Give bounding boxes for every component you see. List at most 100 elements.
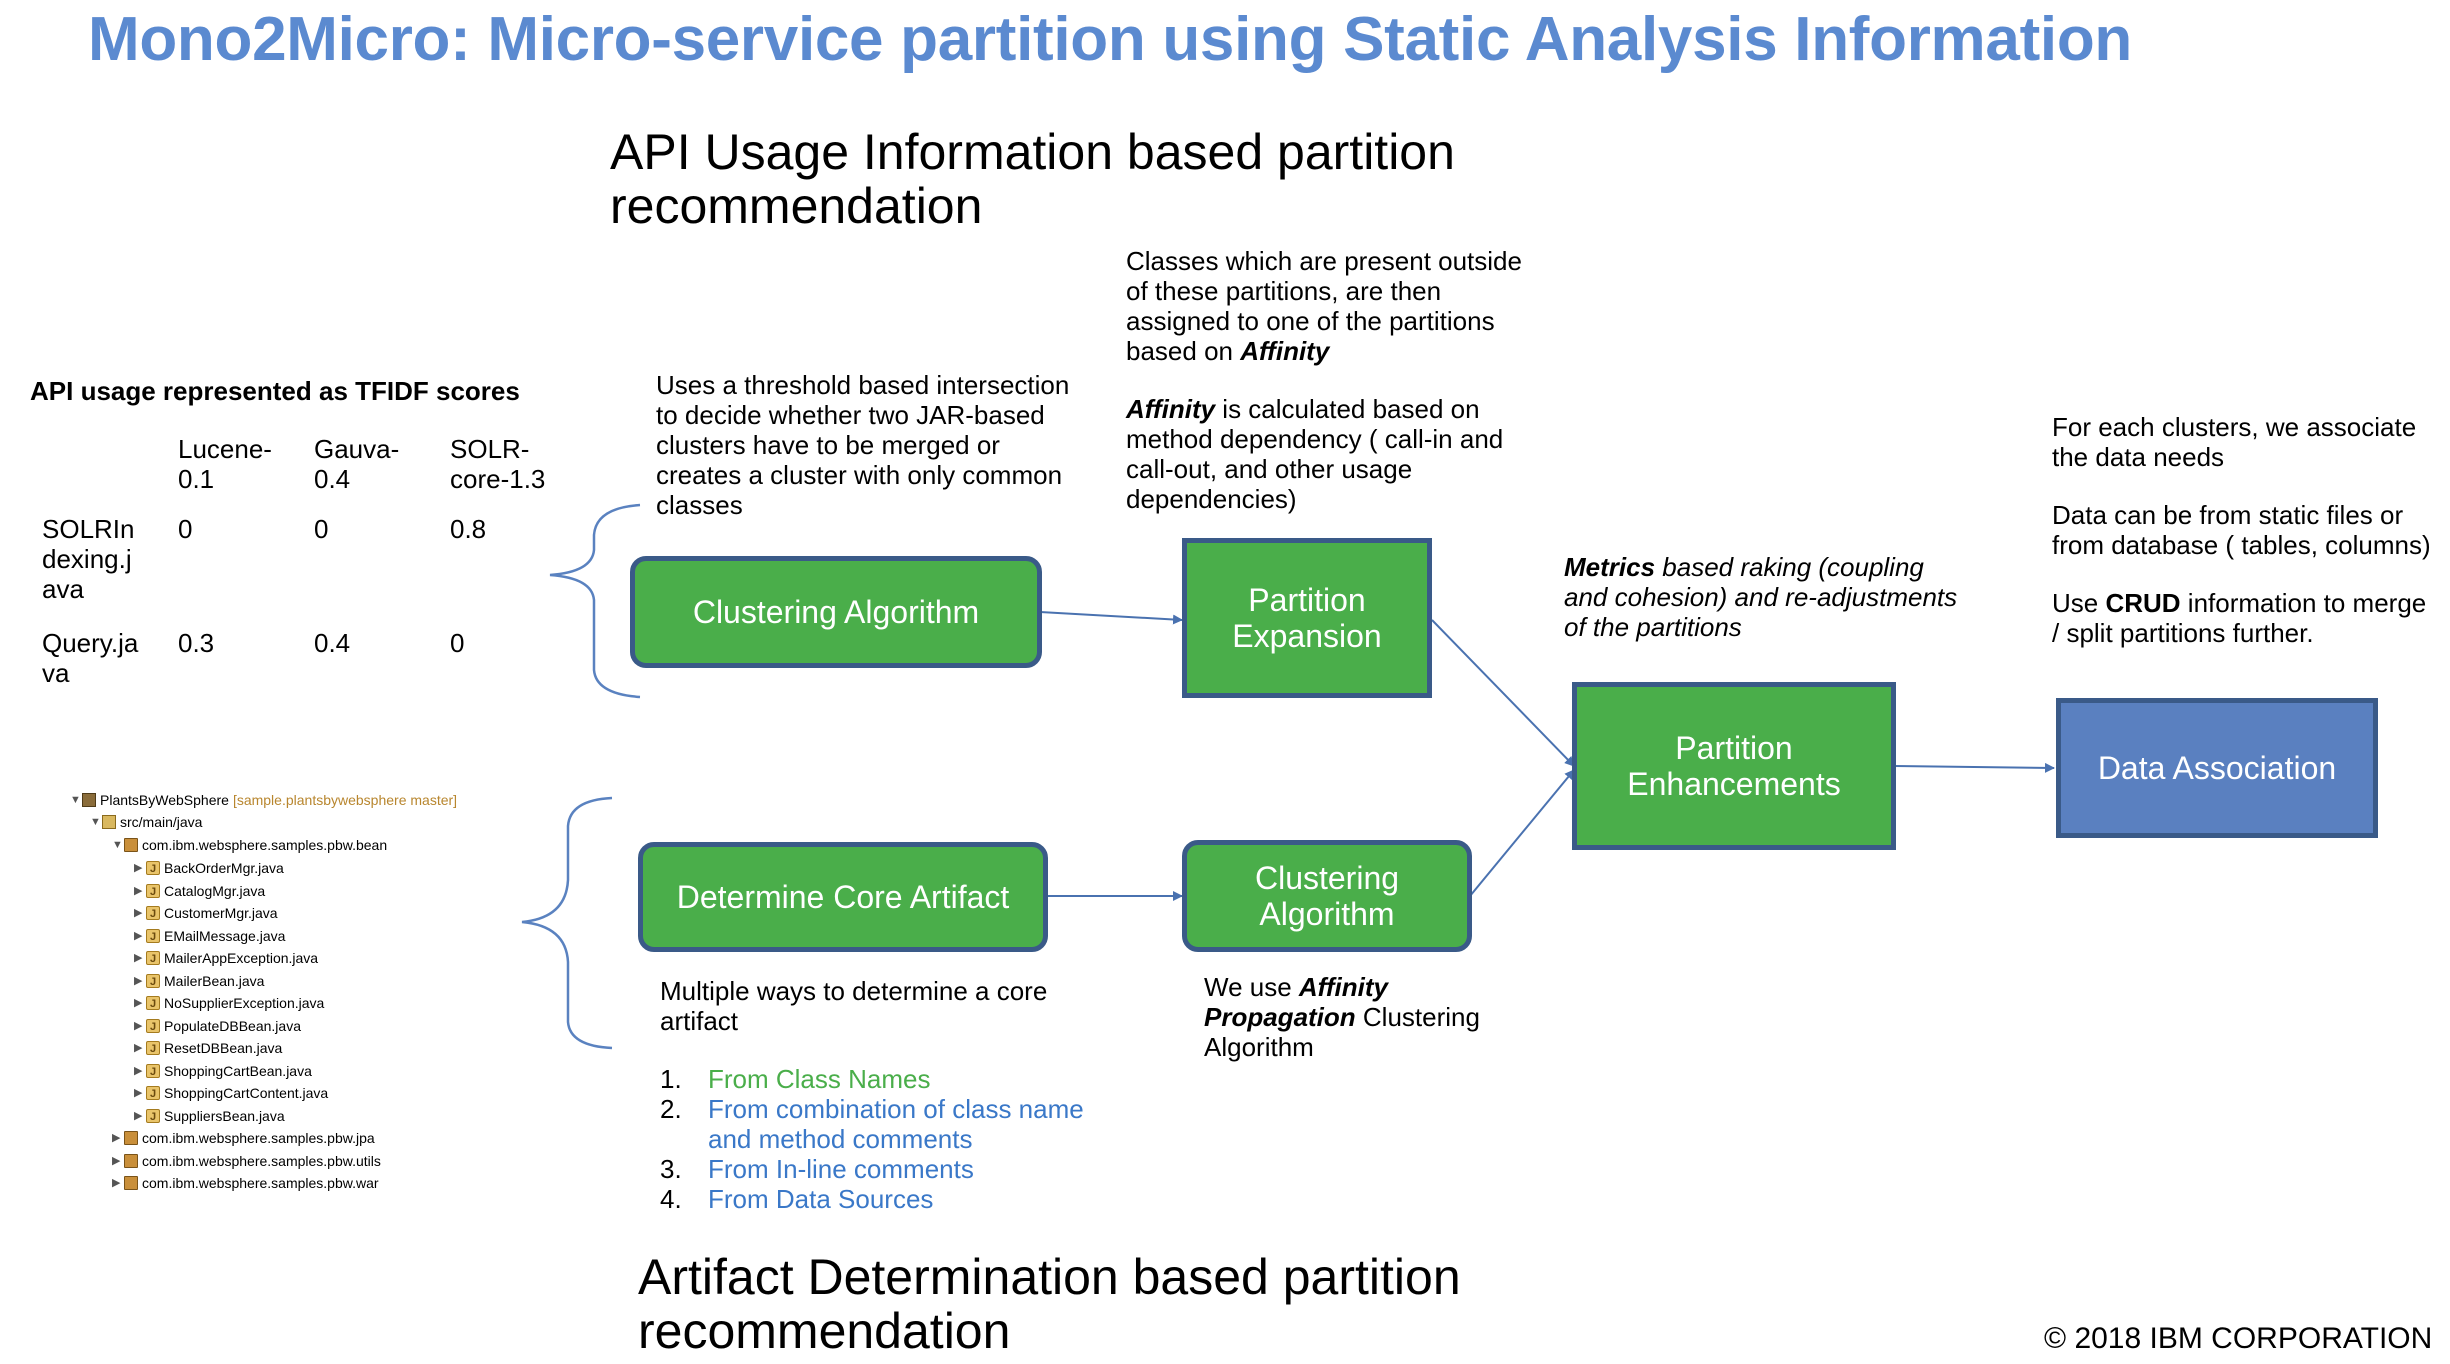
java-file-icon: [146, 951, 160, 967]
arrow-expansion-to-enhancements: [1431, 619, 1575, 767]
core-method-number: 3.: [660, 1154, 682, 1184]
tfidf-column-header: SOLR-core-1.3: [450, 434, 546, 494]
metrics-note-text: based raking (coupling and cohesion) and…: [1564, 552, 1958, 642]
affinity-note-bold: Affinity Propagation: [1204, 972, 1388, 1032]
core-method-text: From combination of class name and metho…: [708, 1094, 1084, 1154]
bottom-curly-brace: [521, 796, 613, 1050]
package-icon: [124, 838, 138, 852]
core-method-text: From Class Names: [708, 1064, 931, 1094]
artifact-heading: Artifact Determination based partition r…: [638, 1250, 1538, 1358]
metrics-note: Metrics based raking (coupling and cohes…: [1564, 552, 1964, 642]
core-method-text: From Data Sources: [708, 1184, 934, 1214]
expand-arrow-icon: ▼: [70, 794, 81, 806]
data-association-note: For each clusters, we associate the data…: [2052, 412, 2432, 648]
tree-file-row: ▶SuppliersBean.java: [134, 1108, 285, 1125]
tfidf-column-header: Lucene-0.1: [178, 434, 272, 494]
partition-expansion-label: Partition Expansion: [1232, 582, 1382, 654]
collapse-arrow-icon: ▶: [134, 997, 143, 1009]
tree-file-row: ▶ CustomerMgr.java: [134, 905, 278, 922]
clustering-algorithm-bottom-box: Clustering Algorithm: [1182, 840, 1472, 952]
data-note-p2: Data can be from static files or from da…: [2052, 500, 2431, 560]
expansion-note-affinity: Affinity: [1240, 336, 1330, 366]
tree-file-name: BackOrderMgr.java: [164, 860, 284, 876]
tfidf-cell-value: 0: [178, 514, 193, 544]
collapse-arrow-icon: ▶: [134, 1019, 143, 1032]
java-file-icon: [146, 1108, 160, 1125]
data-note-crud: CRUD: [2105, 588, 2181, 618]
tree-file-name: NoSupplierException.java: [164, 995, 325, 1011]
collapse-arrow-icon: ▶: [134, 884, 143, 897]
tree-file-name: EMailMessage.java: [164, 927, 286, 944]
collapse-arrow-icon: ▶: [134, 1087, 143, 1099]
tree-file-row: ▶ PopulateDBBean.java: [134, 1017, 301, 1035]
tree-source-folder: src/main/java: [120, 814, 203, 830]
tree-file-row: ▶ MailerBean.java: [134, 972, 265, 990]
tree-project-name: PlantsByWebSphere: [100, 792, 229, 808]
tfidf-row-name: Query.java: [42, 628, 139, 688]
tree-source-folder-row: ▼ src/main/java: [90, 814, 202, 830]
java-file-icon: [146, 973, 160, 990]
java-file-icon: [146, 1018, 160, 1035]
folder-icon: [102, 815, 116, 829]
collapse-arrow-icon: ▶: [112, 1154, 121, 1167]
collapse-arrow-icon: ▶: [134, 907, 143, 919]
tfidf-cell-value: 0: [450, 628, 465, 658]
clustering-algorithm-bottom-label: Clustering Algorithm: [1254, 860, 1400, 932]
expansion-note: Classes which are present outside of the…: [1126, 246, 1546, 514]
tree-file-name: MailerBean.java: [164, 972, 265, 989]
metrics-note-bold: Metrics: [1564, 552, 1656, 582]
tree-file-row: ▶MailerAppException.java: [134, 950, 318, 967]
expand-arrow-icon: ▼: [90, 816, 101, 828]
core-method-item: 2.From combination of class name and met…: [660, 1094, 1100, 1154]
tree-package-name: com.ibm.websphere.samples.pbw.utils: [142, 1152, 381, 1169]
tree-package-name: com.ibm.websphere.samples.pbw.war: [142, 1175, 379, 1191]
artifact-heading-text: Artifact Determination based partition r…: [638, 1249, 1461, 1359]
java-file-icon: [146, 861, 160, 877]
tree-project-meta: [sample.plantsbywebsphere master]: [232, 792, 458, 808]
tree-file-row: ▶ CatalogMgr.java: [134, 882, 266, 900]
tree-file-name: CustomerMgr.java: [164, 905, 278, 921]
core-method-number: 4.: [660, 1184, 682, 1214]
tfidf-table: API usage represented as TFIDF scores Lu…: [30, 374, 590, 704]
java-file-icon: [146, 906, 160, 922]
threshold-note: Uses a threshold based intersection to d…: [656, 370, 1070, 520]
data-note-p1: For each clusters, we associate the data…: [2052, 412, 2417, 472]
core-method-item: 1. From Class Names: [660, 1064, 1100, 1094]
expand-arrow-icon: ▼: [112, 839, 123, 851]
tree-file-name: ShoppingCartBean.java: [164, 1062, 312, 1079]
tree-file-name: PopulateDBBean.java: [164, 1017, 301, 1034]
tfidf-cell-value: 0.8: [450, 514, 487, 544]
data-association-box: Data Association: [2056, 698, 2378, 838]
copyright: © 2018 IBM CORPORATION: [2044, 1322, 2433, 1355]
java-file-icon: [146, 928, 160, 945]
collapse-arrow-icon: ▶: [134, 974, 143, 987]
project-explorer-tree: ▼ PlantsByWebSphere [sample.plantsbywebs…: [70, 792, 530, 1202]
package-icon: [124, 1153, 138, 1168]
project-icon: [82, 793, 96, 807]
expansion-note-p1: Classes which are present outside of the…: [1126, 246, 1546, 366]
page-title: Mono2Micro: Micro-service partition usin…: [88, 5, 2132, 74]
tree-package-row: ▶ com.ibm.websphere.samples.pbw.utils: [112, 1153, 381, 1169]
core-method-item: 4. From Data Sources: [660, 1184, 1100, 1214]
tree-project-row: ▼ PlantsByWebSphere [sample.plantsbywebs…: [70, 792, 457, 808]
tree-package-name: com.ibm.websphere.samples.pbw.jpa: [142, 1130, 375, 1146]
tfidf-cell-value: 0.4: [314, 628, 351, 658]
tree-file-name: CatalogMgr.java: [164, 882, 266, 899]
tree-file-row: ▶ShoppingCartContent.java: [134, 1085, 328, 1102]
core-artifact-intro: Multiple ways to determine a core artifa…: [660, 976, 1048, 1036]
collapse-arrow-icon: ▶: [134, 929, 143, 942]
collapse-arrow-icon: ▶: [134, 952, 143, 964]
data-note-text: Use: [2052, 588, 2106, 618]
java-file-icon: [146, 1086, 160, 1102]
expansion-note-p2: Affinity is calculated based on method d…: [1126, 394, 1546, 514]
arrow-enhancements-to-data: [1893, 762, 2055, 773]
collapse-arrow-icon: ▶: [134, 862, 143, 874]
java-file-icon: [146, 1041, 160, 1057]
tree-file-row: ▶ BackOrderMgr.java: [134, 860, 284, 877]
expansion-note-text: is calculated based on method dependency…: [1126, 394, 1504, 514]
api-usage-heading-text: API Usage Information based partition re…: [610, 124, 1455, 234]
collapse-arrow-icon: ▶: [134, 1042, 143, 1054]
core-method-number: 1.: [660, 1064, 682, 1094]
tree-file-row: ▶ShoppingCartBean.java: [134, 1062, 312, 1080]
